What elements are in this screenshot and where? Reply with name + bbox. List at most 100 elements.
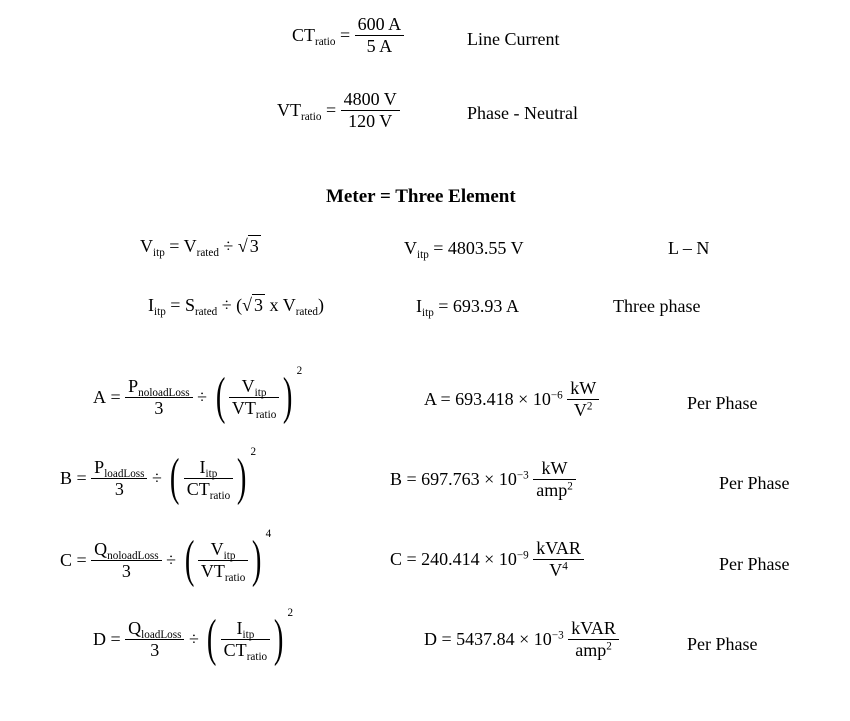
eq-c-formula: C = QnoloadLoss 3 ÷ ( Vitp VTratio )4 (60, 528, 272, 588)
iitp-result-value: = 693.93 A (438, 296, 519, 316)
vitp-result-value: = 4803.55 V (433, 238, 524, 258)
vt-fraction: 4800 V 120 V (340, 89, 400, 132)
eq-a-inner-den: VT (231, 397, 256, 418)
eq-b-lhs: B (60, 467, 73, 488)
eq-a-result: A = 693.418 × 10−6 kW V2 (424, 378, 600, 421)
eq-b-power: −3 (516, 469, 529, 482)
eq-b-inner-fraction: Iitp CTratio (183, 457, 234, 502)
eq-d-result-value: D = 5437.84 (424, 629, 515, 649)
vitp-rhs-subscript: rated (196, 246, 219, 259)
eq-a-result-value: A = 693.418 (424, 389, 514, 409)
iitp-rhs-subscript: rated (194, 305, 218, 318)
vitp-note: L – N (668, 238, 710, 258)
eq-b-note: Per Phase (719, 473, 790, 493)
eq-a-note: Per Phase (687, 393, 758, 413)
eq-c-unit-den: V (549, 560, 563, 580)
eq-d-unit: kVAR amp2 (568, 618, 619, 661)
eq-c-result-value: C = 240.414 (390, 549, 480, 569)
vt-equals: = (325, 100, 337, 120)
eq-d-inner-num: I (236, 617, 243, 638)
eq-c-times: × 10 (484, 549, 517, 569)
eq-b-result: B = 697.763 × 10−3 kW amp2 (390, 458, 576, 501)
vitp-result-symbol: V (404, 238, 417, 258)
eq-a-loss-fraction: PnoloadLoss 3 (125, 375, 193, 419)
eq-c-power: −9 (516, 549, 529, 562)
eq-c-num-subscript: noloadLoss (107, 549, 159, 562)
vitp-equation: Vitp = Vrated ÷ √3 (140, 235, 261, 259)
eq-d-divide: ÷ (188, 628, 199, 649)
ct-lhs: CTratio (292, 25, 335, 47)
eq-b-equals: = (76, 467, 87, 488)
eq-d-unit-num: kVAR (571, 618, 616, 638)
eq-a-unit-num: kW (570, 378, 597, 398)
iitp-result-symbol: I (416, 296, 422, 316)
eq-b-loss-fraction: PloadLoss 3 (91, 457, 148, 500)
eq-b-unit-den: amp (536, 480, 568, 500)
eq-b-result-value: B = 697.763 (390, 469, 480, 489)
eq-b-inner-den-sub: ratio (209, 489, 231, 502)
ct-equals: = (339, 25, 351, 45)
eq-d-num-symbol: Q (128, 617, 142, 638)
vitp-rhs-symbol: V (183, 236, 197, 256)
eq-d-inner-den-sub: ratio (246, 650, 268, 663)
iitp-radicand: 3 (252, 294, 266, 315)
eq-b-num-subscript: loadLoss (104, 467, 145, 480)
iitp-result: Iitp = 693.93 A (416, 296, 519, 319)
ct-ratio-equation: CTratio = 600 A 5 A (292, 14, 405, 57)
eq-d-unit-den: amp (575, 640, 607, 660)
eq-a-times: × 10 (518, 389, 551, 409)
eq-c-divide: ÷ (166, 549, 177, 570)
iitp-open-paren: ( (236, 295, 243, 315)
eq-b-divide: ÷ (151, 467, 162, 488)
eq-a-lhs: A (93, 386, 106, 407)
vt-denominator: 120 V (348, 111, 393, 131)
eq-c-result: C = 240.414 × 10−9 kVAR V4 (390, 538, 584, 581)
ct-fraction: 600 A 5 A (354, 14, 405, 57)
eq-d-inner-fraction: Iitp CTratio (220, 617, 271, 663)
eq-c-inner-num: V (210, 538, 224, 559)
eq-a-equals: = (110, 386, 121, 407)
eq-a-inner-fraction: Vitp VTratio (228, 375, 280, 421)
eq-c-equals: = (76, 549, 87, 570)
eq-a-num-symbol: P (128, 375, 139, 396)
eq-c-inner-fraction: Vitp VTratio (197, 538, 249, 584)
eq-b-den: 3 (114, 478, 124, 499)
vitp-equals: = (169, 236, 180, 256)
meter-heading: Meter = Three Element (326, 186, 516, 207)
eq-c-unit-num: kVAR (536, 538, 581, 558)
eq-a-unit-den-sup: 2 (586, 400, 593, 413)
eq-b-inner-den: CT (186, 478, 210, 499)
vt-subscript: ratio (301, 110, 322, 123)
vitp-symbol: V (140, 236, 153, 256)
eq-b-inner-num-sub: itp (205, 467, 218, 480)
eq-c-inner-den: VT (200, 560, 225, 581)
eq-c-inner-den-sub: ratio (224, 571, 246, 584)
eq-d-formula: D = QloadLoss 3 ÷ ( Iitp CTratio )2 (93, 607, 294, 667)
eq-a-inner-den-sub: ratio (255, 408, 277, 421)
eq-d-result: D = 5437.84 × 10−3 kVAR amp2 (424, 618, 619, 661)
eq-b-unit-den-sup: 2 (567, 480, 573, 493)
eq-a-inner-num: V (241, 375, 255, 396)
iitp-close-paren: ) (318, 295, 325, 315)
eq-a-formula: A = PnoloadLoss 3 ÷ ( Vitp VTratio )2 (93, 365, 303, 425)
iitp-result-subscript: itp (422, 306, 434, 319)
eq-c-inner-num-sub: itp (223, 549, 236, 562)
eq-d-inner-den: CT (223, 639, 247, 660)
eq-c-den: 3 (121, 560, 131, 581)
ct-denominator: 5 A (366, 36, 393, 56)
eq-d-lhs: D (93, 628, 106, 649)
eq-a-num-subscript: noloadLoss (138, 386, 190, 399)
eq-a-inner-num-sub: itp (254, 386, 267, 399)
vt-ratio-equation: VTratio = 4800 V 120 V (277, 89, 400, 132)
iitp-subscript: itp (154, 305, 166, 318)
ct-numerator: 600 A (357, 14, 402, 34)
ct-note: Line Current (467, 29, 560, 49)
vt-lhs: VTratio (277, 100, 322, 123)
vitp-radicand: 3 (247, 235, 261, 256)
eq-d-den: 3 (150, 639, 160, 660)
iitp-equals: = (170, 295, 181, 315)
eq-d-times: × 10 (519, 629, 552, 649)
eq-b-unit: kW amp2 (533, 458, 576, 501)
eq-a-power: −6 (550, 389, 563, 402)
eq-a-unit: kW V2 (567, 378, 600, 421)
